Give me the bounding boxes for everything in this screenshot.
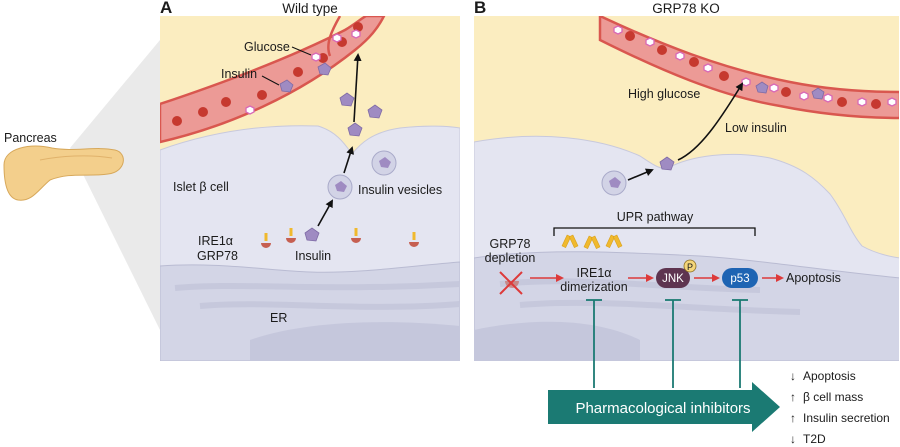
upr-bracket	[553, 227, 756, 236]
p53-node	[722, 268, 758, 288]
low-insulin-label: Low insulin	[725, 121, 787, 135]
ire1a-dimerization-label-1: IRE1α	[576, 266, 611, 280]
upr-pathway-label: UPR pathway	[617, 210, 694, 224]
magnification-cone	[70, 40, 160, 330]
outcome-arrow-3: ↑	[790, 411, 796, 425]
inhibitors-arrow	[548, 382, 780, 432]
panel-a-insulin-er-label: Insulin	[295, 249, 331, 263]
panel-b-letter: B	[474, 0, 486, 17]
panel-a-arrow-vesicle-to-membrane	[343, 146, 354, 174]
panel-b-title: GRP78 KO	[652, 1, 720, 16]
panel-a-ire1a-grp78-complexes	[261, 228, 419, 248]
outcomes-list: ↓ Apoptosis ↑ β cell mass ↑ Insulin secr…	[790, 369, 890, 446]
outcome-arrow-2: ↑	[790, 390, 796, 404]
panel-a-vesicles	[327, 150, 397, 200]
panel-b-arrow-to-blood	[677, 82, 744, 161]
outcome-text-4: T2D	[803, 432, 826, 446]
p53-label: p53	[730, 273, 749, 285]
panel-b-insulin-molecules	[755, 81, 825, 100]
ire1a-dimerization-label-2: dimerization	[560, 280, 627, 294]
panel-a-glucose-molecules	[245, 29, 361, 115]
outcome-arrow-1: ↓	[790, 369, 796, 383]
panel-a-insulin-molecules	[279, 62, 383, 137]
islet-cell-label: Islet β cell	[173, 180, 229, 194]
inhibitors-label: Pharmacological inhibitors	[575, 400, 750, 417]
outcome-text-1: Apoptosis	[803, 369, 856, 383]
panel-b-secreted-insulin	[659, 156, 675, 171]
insulin-vesicles-label: Insulin vesicles	[358, 183, 442, 197]
panel-a-letter: A	[160, 0, 172, 17]
panel-b-glucose-molecules	[613, 25, 897, 107]
apoptosis-label: Apoptosis	[786, 271, 841, 285]
panel-a-glucose-label: Glucose	[244, 40, 290, 54]
panel-b-vesicle-insulin	[609, 177, 621, 188]
grp78-depletion-label-2: depletion	[485, 251, 536, 265]
outcome-arrow-4: ↓	[790, 432, 796, 446]
panel-a-title: Wild type	[282, 1, 338, 16]
panel-a-scene	[160, 16, 460, 361]
inhibition-lines	[586, 299, 748, 388]
pancreas-label: Pancreas	[4, 131, 57, 145]
outcome-text-3: Insulin secretion	[803, 411, 890, 425]
panel-a-red-blood-cells	[172, 22, 363, 126]
outcome-text-2: β cell mass	[803, 390, 863, 404]
panel-b-scene	[474, 16, 899, 361]
panel-b-arrow-vesicle-to-membrane	[627, 168, 654, 181]
ire1a-dimers-icon	[561, 234, 623, 249]
panel-b-red-blood-cells	[625, 31, 881, 109]
grp78-label: GRP78	[197, 249, 238, 263]
er-label: ER	[270, 311, 287, 325]
grp78-depletion-label-1: GRP78	[490, 237, 531, 251]
panel-a-glucose-leader	[291, 46, 312, 56]
phospho-label: P	[687, 262, 693, 272]
pancreas-icon	[3, 145, 124, 201]
jnk-node	[656, 268, 690, 288]
panel-a-insulin-blood-label: Insulin	[221, 67, 257, 81]
grp78-depleted-icon	[499, 271, 523, 295]
high-glucose-label: High glucose	[628, 87, 700, 101]
panel-a-insulin-er	[304, 227, 320, 242]
phospho-badge	[683, 259, 697, 273]
panel-a-arrow-to-blood	[353, 53, 362, 123]
jnk-label: JNK	[662, 273, 684, 285]
panel-a-insulin-leader	[261, 75, 280, 86]
ire1a-label: IRE1α	[198, 234, 233, 248]
panel-a-arrow-er-to-vesicle	[317, 199, 333, 227]
